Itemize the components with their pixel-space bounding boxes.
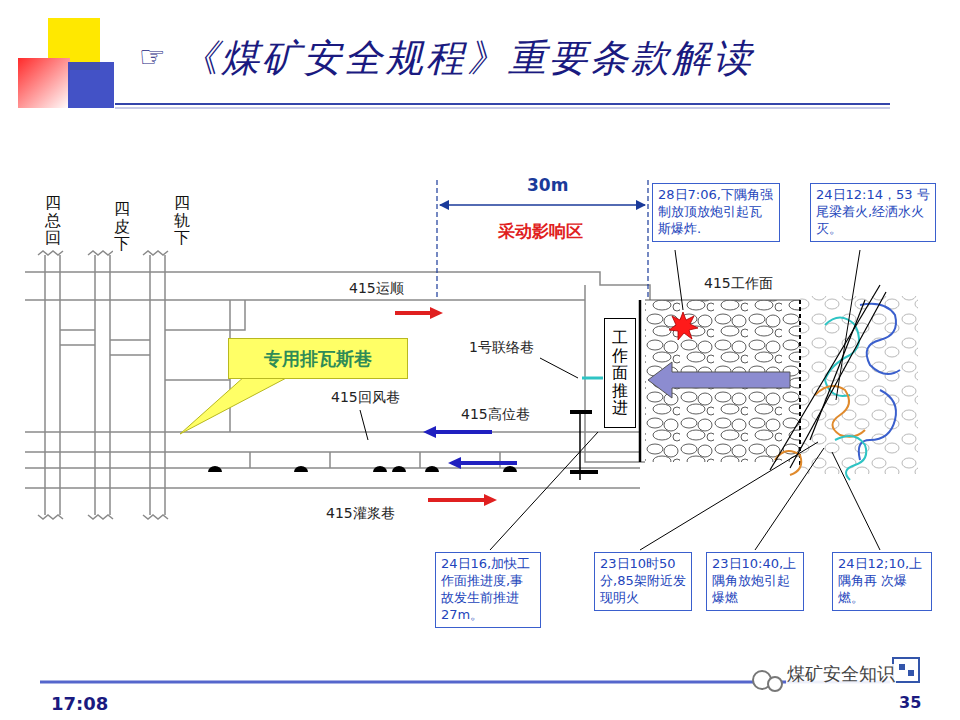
roadway-name: 四轨下 — [173, 194, 191, 247]
node-text: 23日10时50分,85架附近发现明火 — [600, 556, 686, 607]
event-callout: 28日7:06,下隅角强制放顶放炮引起瓦斯爆炸. — [652, 183, 780, 242]
watermark-icon — [753, 658, 919, 691]
roadway-name: 415运顺 — [348, 281, 405, 296]
roadway-name: 415灌浆巷 — [325, 506, 396, 521]
page-number: 35 — [898, 694, 922, 712]
title-icon: ☞ — [138, 40, 167, 73]
roadway-name: 四皮下 — [113, 200, 131, 253]
watermark: 煤矿安全知识 — [786, 664, 896, 684]
node-text: 24日16,加快工作面推进度,事故发生前推进27m。 — [441, 556, 535, 624]
dimension-label: 30m — [526, 176, 569, 195]
node-text: 24日12:14，53 号尾梁着火,经洒水火灭。 — [816, 187, 930, 238]
header-decoration — [18, 18, 890, 682]
slide-title: 《煤矿安全规程》重要条款解读 — [180, 38, 754, 80]
event-callout: 23日10:40,上隅角放炮引起爆燃 — [706, 552, 804, 611]
goaf-rocks — [645, 300, 800, 462]
event-callout: 24日12;10,上隅角再 次爆燃。 — [832, 552, 932, 611]
stop-line — [799, 300, 801, 465]
node-text: 28日7:06,下隅角强制放顶放炮引起瓦斯爆炸. — [658, 187, 774, 238]
roadway-name: 415回风巷 — [330, 390, 401, 405]
zone-label: 采动影响区 — [497, 222, 584, 241]
advance-box: 工作面推进 — [604, 318, 636, 428]
drainage-points — [208, 466, 517, 472]
node-text: 专用排瓦斯巷 — [235, 347, 401, 370]
roadway-name: 415高位巷 — [460, 407, 531, 422]
leader-lines — [360, 250, 880, 550]
callout-pointer — [180, 376, 290, 434]
goaf-edge — [645, 300, 800, 301]
workface-name: 415工作面 — [703, 276, 774, 291]
old-goaf — [800, 296, 918, 474]
node-text: 工作面推进 — [612, 329, 628, 417]
dimension-30m — [437, 180, 648, 300]
advance-arrow — [648, 362, 790, 398]
node-text: 23日10:40,上隅角放炮引起爆燃 — [712, 556, 798, 607]
explosion-mark — [669, 312, 698, 340]
event-callout: 23日10时50分,85架附近发现明火 — [594, 552, 692, 611]
slide-time: 17:08 — [50, 694, 109, 714]
event-callout: 24日12:14，53 号尾梁着火,经洒水火灭。 — [810, 183, 936, 242]
roadways — [25, 251, 650, 519]
coal-wall — [639, 300, 642, 462]
roadway-name: 四总回 — [44, 194, 62, 247]
gas-roadway-callout: 专用排瓦斯巷 — [228, 338, 408, 379]
event-callout: 24日16,加快工作面推进度,事故发生前推进27m。 — [435, 552, 541, 628]
node-text: 24日12;10,上隅角再 次爆燃。 — [838, 556, 926, 607]
roadway-name: 1号联络巷 — [468, 340, 535, 355]
contact-roadway — [570, 378, 603, 480]
